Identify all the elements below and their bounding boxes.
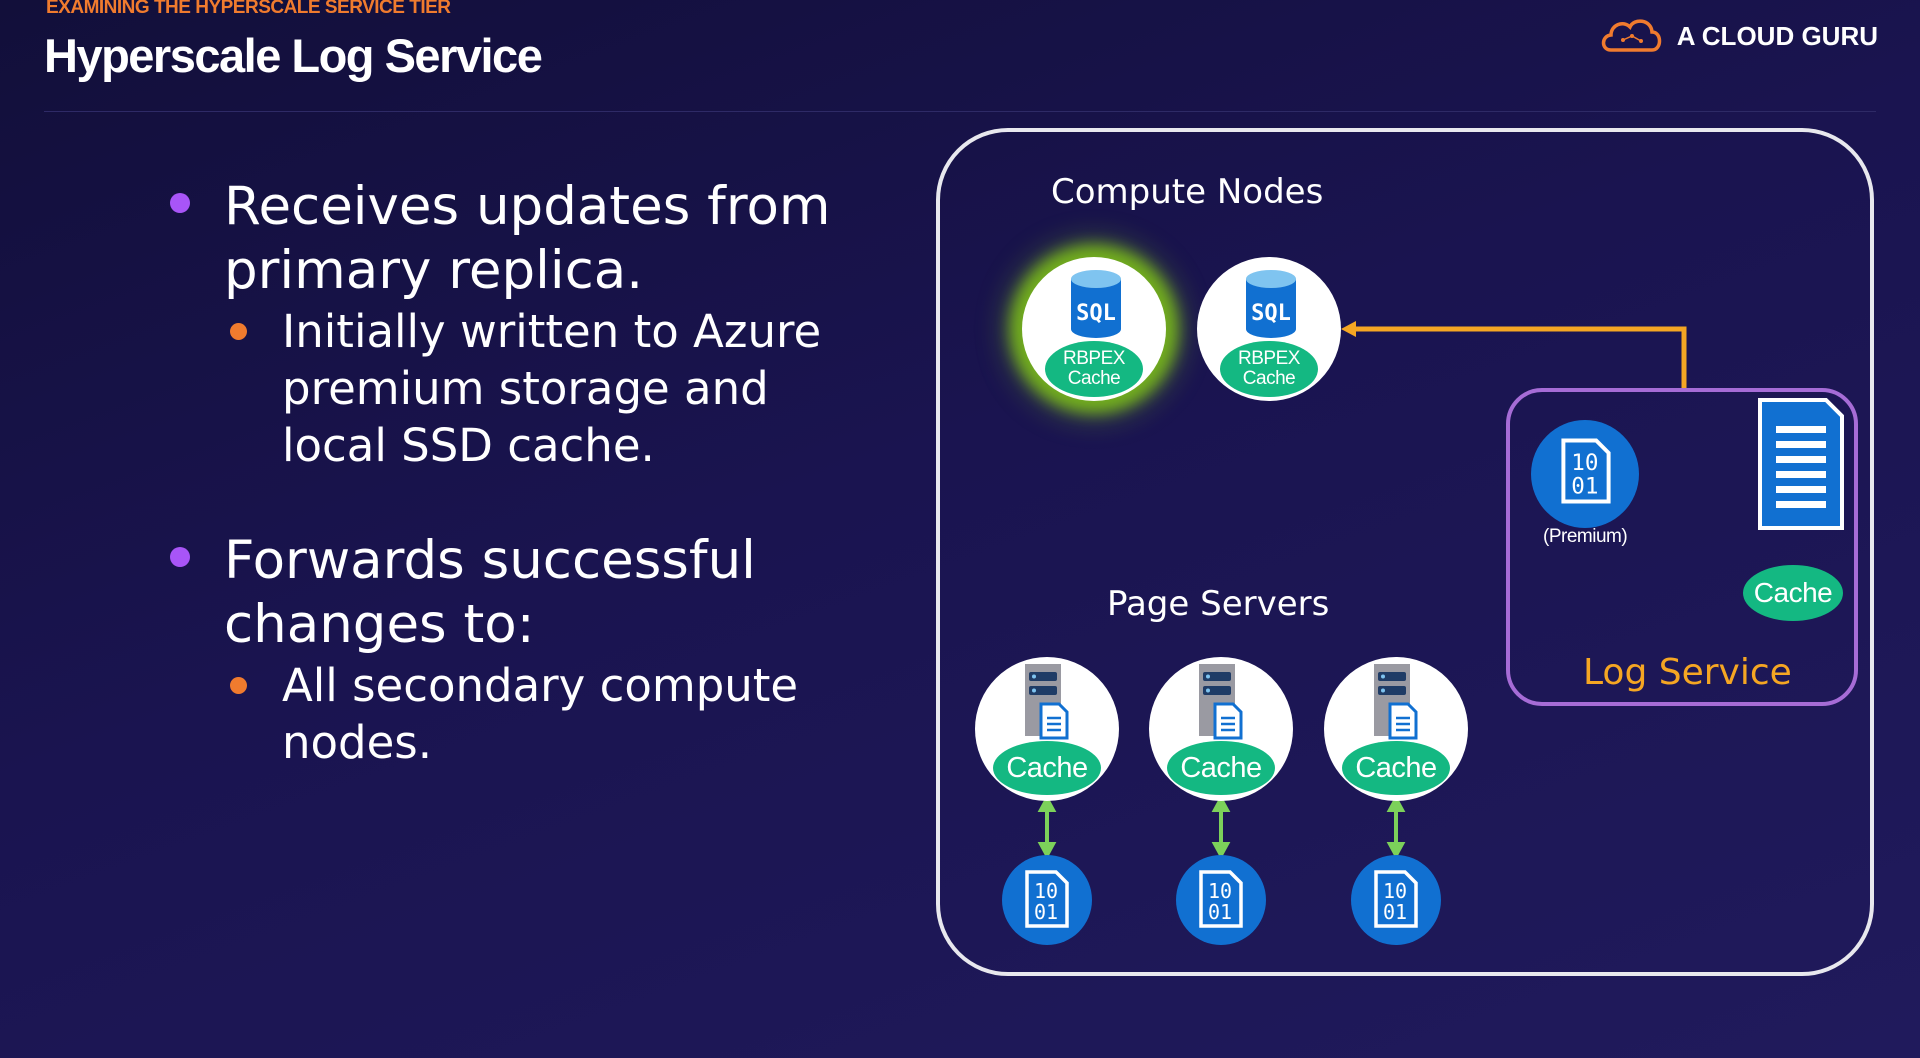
sub-bullet-line: local SSD cache. [282, 419, 655, 472]
storage-disk-1: 10 01 [1002, 855, 1092, 945]
log-document-icon [1758, 398, 1844, 530]
premium-label: (Premium) [1543, 526, 1628, 547]
premium-storage-disk: 10 01 [1531, 420, 1639, 528]
page-server-2: Cache [1149, 657, 1293, 801]
sub-bullet-azure-storage: Initially written to Azure premium stora… [170, 303, 890, 474]
bullet-receives-updates: Receives updates from primary replica. [170, 175, 890, 303]
header-divider [44, 111, 1876, 112]
server-icon [1199, 664, 1243, 740]
rbpex-line1: RBPEX [1063, 348, 1125, 369]
sql-label: SQL [1251, 301, 1291, 326]
storage-disk-2: 10 01 [1176, 855, 1266, 945]
rbpex-line1: RBPEX [1238, 348, 1300, 369]
log-service-box [1506, 388, 1858, 706]
cache-badge: Cache [993, 741, 1101, 795]
svg-text:01: 01 [1383, 900, 1407, 924]
bullet-dot [170, 193, 190, 213]
svg-text:10: 10 [1208, 879, 1232, 903]
sub-bullet-dot [230, 323, 247, 340]
sql-database-icon: SQL [1071, 270, 1121, 338]
bullet-list: Receives updates from primary replica. I… [170, 175, 890, 771]
rbpex-line2: Cache [1242, 368, 1296, 389]
brand-logo: A CLOUD GURU [1599, 16, 1878, 56]
server-icon [1374, 664, 1418, 740]
sub-bullet-line: premium storage and [282, 362, 769, 415]
binary-disk-icon: 10 01 [1561, 438, 1611, 504]
sub-bullet-line: All secondary compute [282, 659, 799, 712]
svg-text:10: 10 [1034, 879, 1058, 903]
page-servers-label: Page Servers [1107, 584, 1330, 624]
brand-name: A CLOUD GURU [1676, 20, 1878, 51]
svg-text:10: 10 [1571, 450, 1598, 476]
bullet-forwards-changes: Forwards successful changes to: [170, 529, 890, 657]
binary-disk-icon: 10 01 [1025, 870, 1069, 928]
bullet-line: primary replica. [224, 240, 644, 301]
page-title: Hyperscale Log Service [44, 29, 543, 82]
binary-disk-icon: 10 01 [1374, 870, 1418, 928]
log-service-label: Log Service [1583, 652, 1792, 693]
sub-bullet-line: nodes. [282, 716, 433, 769]
sql-database-icon: SQL [1246, 270, 1296, 338]
page-server-3: Cache [1324, 657, 1468, 801]
svg-text:01: 01 [1034, 900, 1058, 924]
cache-badge: Cache [1342, 741, 1450, 795]
bullet-line: changes to: [224, 594, 535, 655]
section-eyebrow: EXAMINING THE HYPERSCALE SERVICE TIER [46, 0, 451, 18]
server-icon [1025, 664, 1069, 740]
architecture-diagram-frame [936, 128, 1874, 976]
svg-text:10: 10 [1383, 879, 1407, 903]
sub-bullet-line: Initially written to Azure [282, 305, 822, 358]
svg-text:01: 01 [1208, 900, 1232, 924]
compute-nodes-label: Compute Nodes [1051, 172, 1324, 212]
page-server-1: Cache [975, 657, 1119, 801]
rbpex-line2: Cache [1067, 368, 1121, 389]
cloud-logo-icon [1601, 19, 1661, 52]
binary-disk-icon: 10 01 [1199, 870, 1243, 928]
sql-label: SQL [1076, 301, 1116, 326]
cache-badge: Cache [1167, 741, 1275, 795]
sub-bullet-dot [230, 677, 247, 694]
svg-text:01: 01 [1571, 474, 1598, 500]
storage-disk-3: 10 01 [1351, 855, 1441, 945]
bullet-dot [170, 547, 190, 567]
bullet-line: Receives updates from [224, 176, 831, 237]
log-cache-badge: Cache [1743, 565, 1843, 621]
sub-bullet-secondary-nodes: All secondary compute nodes. [170, 657, 890, 771]
bullet-line: Forwards successful [224, 530, 756, 591]
